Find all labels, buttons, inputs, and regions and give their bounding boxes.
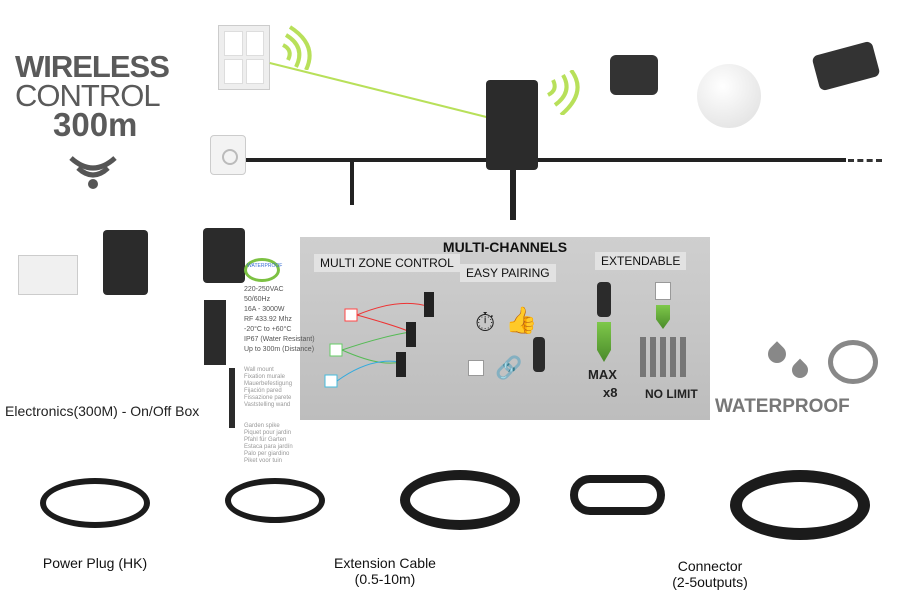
- spec-list: WATERPROOF 220-250VAC 50/60Hz 16A - 3000…: [244, 258, 315, 465]
- wall-mount-text: Fissazione parete: [244, 395, 292, 401]
- main-cable: [246, 158, 846, 162]
- spec-item: 220-250VAC: [244, 286, 284, 293]
- garden-spike-text: Palo per giardino: [244, 451, 290, 457]
- section-extendable: EXTENDABLE: [595, 252, 687, 270]
- wifi-icon: [69, 156, 117, 189]
- garden-spike-text: Piket voor tuin: [244, 458, 283, 464]
- extension-label: Extension Cable: [334, 555, 436, 571]
- garden-spike-text: Piquet pour jardin: [244, 430, 292, 436]
- spec-item: RF 433.92 Mhz: [244, 316, 292, 323]
- box-caption: Electronics(300M) - On/Off Box: [5, 403, 200, 419]
- no-limit-label: NO LIMIT: [645, 387, 698, 401]
- wall-mount-text: Fixation murale: [244, 374, 286, 380]
- checkmark-circle-icon: [828, 340, 878, 384]
- wall-mount-text: Wall mount: [244, 367, 274, 373]
- water-drop-icon: [788, 358, 812, 382]
- globe-light-image: [697, 64, 761, 128]
- wall-mount-text: Vaststelling wand: [244, 402, 291, 408]
- signal-waves-icon: [282, 25, 312, 70]
- power-plug-caption: Power Plug (HK): [42, 555, 148, 571]
- spec-item: Up to 300m (Distance): [244, 346, 315, 353]
- cable-continuation: [848, 159, 882, 162]
- spotlight-image: [811, 40, 881, 92]
- connector-label: Connector: [677, 558, 743, 574]
- t-connector-image: [570, 475, 665, 515]
- section-easy-pairing: EASY PAIRING: [460, 264, 556, 282]
- power-plug-image: [40, 478, 150, 528]
- switch-icon: [468, 360, 484, 376]
- multi-zone-diagram: [324, 292, 434, 388]
- multi-connector-image: [730, 470, 870, 540]
- signal-waves-icon: [547, 70, 580, 115]
- thumbs-up-icon: 👍: [505, 305, 538, 335]
- box-icon: [597, 282, 611, 317]
- spec-item: 16A - 3000W: [244, 306, 285, 313]
- spec-item: 50/60Hz: [244, 296, 271, 303]
- section-multi-zone: MULTI ZONE CONTROL: [314, 254, 460, 272]
- extension-coil-image: [400, 470, 520, 530]
- water-drop-icon: [764, 341, 790, 367]
- logo-line1: WIRELESS: [15, 49, 170, 84]
- wall-mount-text: Fijación pared: [244, 388, 282, 394]
- wall-mount-image: [204, 300, 226, 365]
- wall-mount-text: Mauerbefestigung: [244, 381, 293, 387]
- waterproof-badge: WATERPROOF: [244, 258, 282, 282]
- waterproof-label: WATERPROOF: [715, 396, 850, 417]
- max-count: x8: [603, 385, 618, 400]
- garden-spike-text: Pfahl für Garten: [244, 437, 287, 443]
- down-arrow-icon: [597, 322, 611, 362]
- multi-channels-panel: MULTI-CHANNELS MULTI ZONE CONTROL EASY P…: [300, 237, 710, 420]
- box-icon: [533, 337, 545, 372]
- connector-sub: (2-5outputs): [672, 574, 748, 590]
- logo-line3: 300m: [53, 106, 138, 143]
- link-icon: 🔗: [495, 355, 523, 380]
- extension-caption: Extension Cable(0.5-10m): [310, 555, 460, 587]
- garden-spike-text: Estaca para jardín: [244, 444, 293, 450]
- down-arrow-icon: [656, 305, 670, 329]
- on-off-box-image: [103, 230, 148, 295]
- wall-switch-image: [18, 255, 78, 295]
- logo-line2: CONTROL: [15, 78, 161, 113]
- extension-cable-image: [225, 478, 325, 523]
- spec-item: IP67 (Water Resistant): [244, 336, 315, 343]
- extension-sub: (0.5-10m): [354, 571, 416, 587]
- wall-switch-image: [218, 25, 270, 90]
- wireless-control-logo: WIRELESS CONTROL 300m: [15, 49, 170, 143]
- connector-caption: Connector(2-5outputs): [640, 558, 780, 590]
- spike-image: [350, 160, 354, 205]
- garden-spike-text: Garden spike: [244, 423, 280, 429]
- max-label: MAX: [588, 367, 617, 382]
- timer-icon: ⏱: [475, 307, 496, 337]
- multiple-boxes-image: [640, 337, 690, 377]
- controller-spike: [510, 170, 516, 220]
- power-socket-image: [210, 135, 246, 175]
- on-off-box-image: [203, 228, 245, 283]
- panel-title: MULTI-CHANNELS: [442, 239, 568, 255]
- wireless-link-line: [269, 62, 496, 121]
- controller-box-image: [486, 80, 538, 170]
- garden-spike-image: [229, 368, 235, 428]
- spec-item: -20°C to +60°C: [244, 326, 292, 333]
- switch-icon: [655, 282, 671, 300]
- spotlight-image: [610, 55, 658, 95]
